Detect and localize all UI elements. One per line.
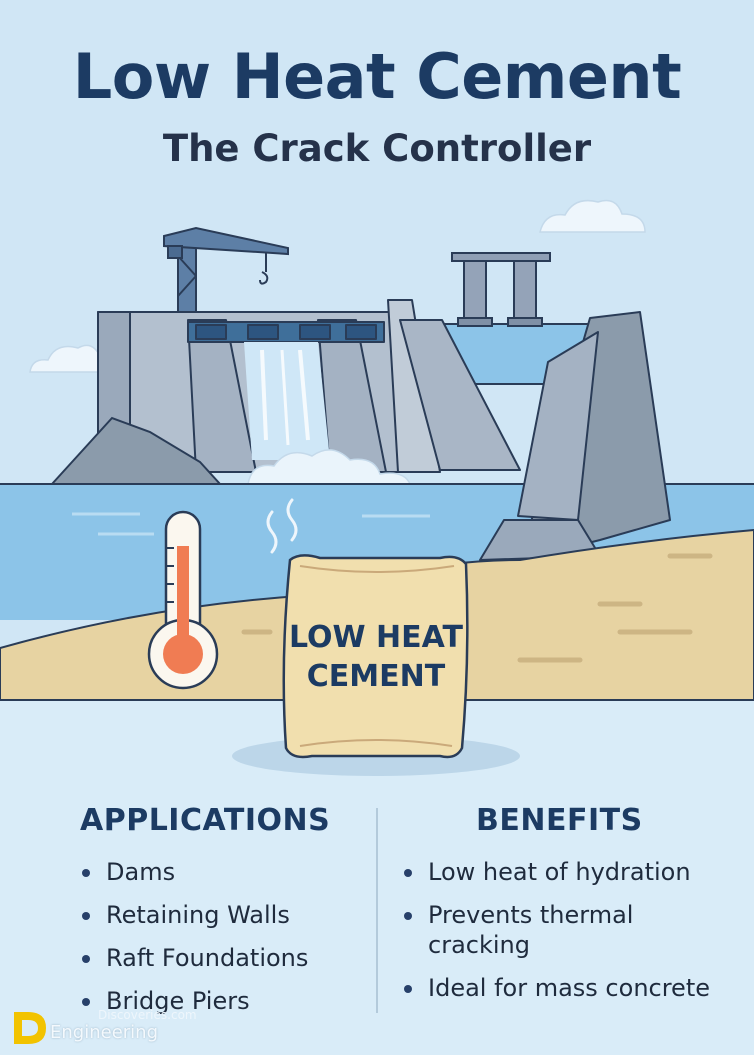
list-item: Raft Foundations — [80, 943, 308, 973]
list-item: Bridge Piers — [80, 986, 308, 1016]
abutment — [479, 311, 671, 561]
list-item: Prevents thermal cracking — [402, 900, 742, 960]
column-divider — [376, 808, 378, 1013]
cloud-icon — [29, 344, 101, 373]
page-subtitle: The Crack Controller — [162, 127, 592, 170]
intake-tower-icon — [451, 252, 551, 327]
watermark-brand: Engineering — [50, 1022, 158, 1043]
list-item: Low heat of hydration — [402, 857, 742, 887]
watermark: Discoveries.com Engineering — [8, 1006, 208, 1050]
dam-illustration: LOW HEAT CEMENT — [0, 199, 754, 776]
water-foam — [247, 449, 412, 485]
crane-icon — [163, 226, 289, 313]
applications-heading: APPLICATIONS — [80, 803, 331, 838]
list-item: Ideal for mass concrete — [402, 973, 742, 1003]
benefits-list: Low heat of hydration Prevents thermal c… — [402, 857, 742, 1016]
benefits-heading: BENEFITS — [476, 803, 643, 838]
thermometer-icon — [147, 510, 219, 690]
watermark-domain: Discoveries.com — [98, 1008, 197, 1022]
waterfall-icon — [244, 342, 330, 460]
page-title: Low Heat Cement — [72, 40, 682, 113]
cement-bag-icon: LOW HEAT CEMENT — [282, 554, 469, 759]
steam-icon — [266, 498, 298, 554]
logo-icon — [14, 1012, 46, 1044]
bag-label-line1: LOW HEAT — [289, 620, 464, 655]
list-item: Retaining Walls — [80, 900, 308, 930]
list-item: Dams — [80, 857, 308, 887]
applications-list: Dams Retaining Walls Raft Foundations Br… — [80, 857, 308, 1029]
cloud-icon — [539, 199, 646, 233]
bag-label-line2: CEMENT — [307, 659, 446, 694]
